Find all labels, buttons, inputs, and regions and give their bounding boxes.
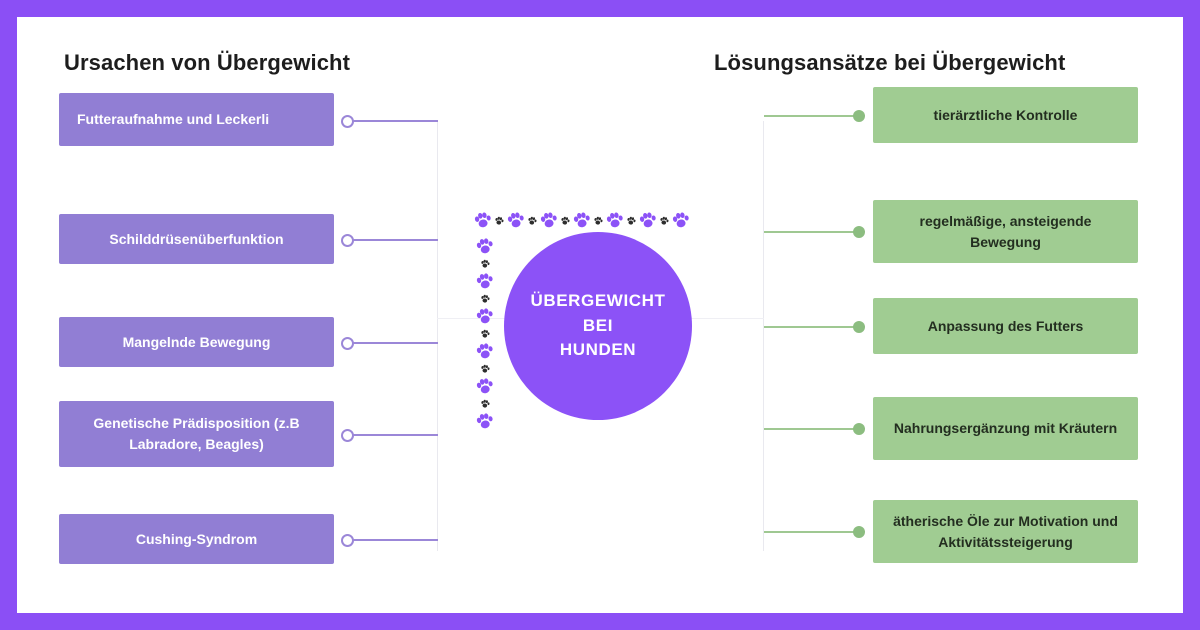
cause-label: Mangelnde Bewegung [122, 333, 271, 350]
paw-print-icon [639, 212, 656, 228]
solution-connector-line-3 [764, 326, 859, 328]
paw-print-icon [474, 212, 491, 228]
cause-label: Genetische Prädisposition (z.B Labradore… [93, 415, 300, 452]
cause-connector-dot-1 [341, 115, 354, 128]
solution-box-5[interactable]: ätherische Öle zur Motivation und Aktivi… [873, 500, 1138, 563]
paw-print-icon [476, 273, 493, 289]
solution-box-3[interactable]: Anpassung des Futters [873, 298, 1138, 354]
paw-print-column [475, 237, 494, 431]
solution-connector-dot-3 [853, 321, 865, 333]
paw-print-icon [573, 212, 590, 228]
cause-box-3[interactable]: Mangelnde Bewegung [59, 317, 334, 367]
paw-print-icon [561, 216, 570, 225]
center-line-2: BEI [582, 315, 614, 335]
paw-print-icon [480, 329, 490, 338]
solution-label: ätherische Öle zur Motivation und Aktivi… [893, 512, 1118, 550]
paw-print-icon [476, 343, 493, 359]
solution-connector-dot-1 [853, 110, 865, 122]
cause-label: Futteraufnahme und Leckerli [77, 111, 270, 127]
solution-connector-dot-5 [853, 526, 865, 538]
solution-connector-dot-4 [853, 423, 865, 435]
cause-label: Cushing-Syndrom [135, 530, 258, 547]
paw-print-icon [594, 216, 603, 225]
cause-connector-dot-5 [341, 534, 354, 547]
solution-connector-line-4 [764, 428, 859, 430]
cause-label: Schilddrüsenüberfunktion [109, 230, 284, 247]
cause-connector-dot-2 [341, 234, 354, 247]
paw-print-icon [495, 216, 504, 225]
cause-connector-line-4 [347, 434, 438, 436]
solution-label: regelmäßige, ansteigende Bewegung [919, 212, 1092, 250]
center-line-3: HUNDEN [559, 340, 637, 360]
solution-box-4[interactable]: Nahrungsergänzung mit Kräutern [873, 397, 1138, 460]
solution-connector-line-2 [764, 231, 859, 233]
paw-print-icon [540, 212, 557, 228]
paw-print-icon [476, 413, 493, 429]
cause-box-4[interactable]: Genetische Prädisposition (z.B Labradore… [59, 401, 334, 467]
center-line-1: ÜBERGEWICHT [530, 291, 666, 311]
cause-connector-line-3 [347, 342, 438, 344]
paw-print-icon [480, 399, 490, 408]
paw-print-icon [606, 212, 623, 228]
paw-print-icon [480, 259, 490, 268]
solution-box-2[interactable]: regelmäßige, ansteigende Bewegung [873, 200, 1138, 263]
cause-connector-dot-3 [341, 337, 354, 350]
solution-connector-line-1 [764, 115, 859, 117]
infographic-inner: Ursachen von Übergewicht Lösungsansätze … [17, 17, 1183, 613]
cause-box-2[interactable]: Schilddrüsenüberfunktion [59, 214, 334, 264]
cause-box-1[interactable]: Futteraufnahme und Leckerli [59, 93, 334, 146]
paw-print-icon [660, 216, 669, 225]
paw-print-icon [627, 216, 636, 225]
solution-box-1[interactable]: tierärztliche Kontrolle [873, 87, 1138, 143]
page-title-solutions: Lösungsansätze bei Übergewicht [714, 50, 1066, 75]
spine-right [763, 121, 764, 551]
paw-print-icon [476, 238, 493, 254]
cause-connector-dot-4 [341, 429, 354, 442]
cause-connector-line-1 [347, 120, 438, 122]
paw-print-icon [507, 212, 524, 228]
paw-print-icon [480, 294, 490, 303]
solution-label: Nahrungsergänzung mit Kräutern [893, 420, 1118, 436]
center-topic-circle: ÜBERGEWICHT BEI HUNDEN [504, 232, 692, 420]
cause-connector-line-5 [347, 539, 438, 541]
paw-print-row [473, 211, 690, 230]
paw-print-icon [476, 308, 493, 324]
solution-label: tierärztliche Kontrolle [933, 106, 1078, 123]
paw-print-icon [476, 378, 493, 394]
solution-label: Anpassung des Futters [927, 317, 1084, 334]
paw-print-icon [672, 212, 689, 228]
spine-left [437, 121, 438, 551]
solution-connector-line-5 [764, 531, 859, 533]
solution-connector-dot-2 [853, 226, 865, 238]
cause-connector-line-2 [347, 239, 438, 241]
paw-print-icon [480, 364, 490, 373]
paw-print-icon [528, 216, 537, 225]
page-title-causes: Ursachen von Übergewicht [64, 50, 351, 75]
cause-box-5[interactable]: Cushing-Syndrom [59, 514, 334, 564]
